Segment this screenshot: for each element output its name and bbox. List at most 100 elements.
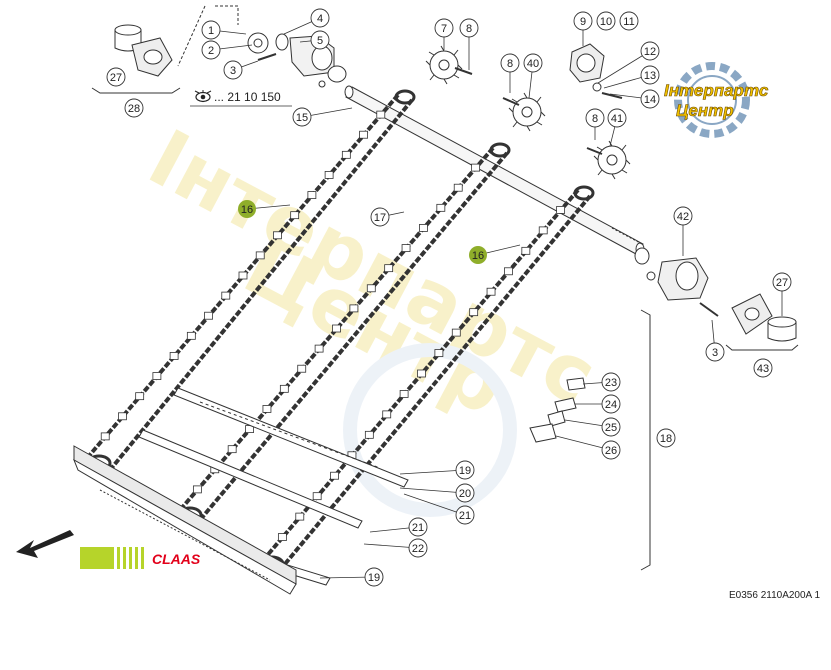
chain-link <box>504 267 513 276</box>
callout-10: 10 <box>596 11 616 31</box>
callout-8: 8 <box>585 108 605 128</box>
chain-link <box>255 251 265 260</box>
leader-line <box>399 487 466 494</box>
callout-label: 15 <box>296 112 308 124</box>
chain-link <box>277 533 287 541</box>
callout-8: 8 <box>500 53 520 73</box>
callout-label: 3 <box>230 65 236 77</box>
callout-5: 5 <box>310 30 330 50</box>
callout-circle <box>310 30 330 50</box>
callout-label: 20 <box>459 488 471 500</box>
callout-21: 21 <box>455 505 475 525</box>
callout-label: 40 <box>527 58 539 70</box>
chain-link <box>273 231 282 240</box>
bearing-group-right <box>634 247 799 351</box>
callout-circle <box>601 440 621 460</box>
eye-icon <box>194 90 212 103</box>
callout-7: 7 <box>434 18 454 38</box>
claas-brand: CLAAS <box>80 547 201 569</box>
callout-circle <box>201 20 221 40</box>
callout-circle <box>364 567 384 587</box>
callout-2: 2 <box>201 40 221 60</box>
chain-link <box>169 352 179 360</box>
callout-label: 4 <box>317 13 323 25</box>
callout-circle <box>772 272 792 292</box>
bearing-group-top-right <box>569 43 623 99</box>
callout-circle <box>601 372 621 392</box>
chain-link <box>135 392 145 401</box>
callout-12: 12 <box>640 41 660 61</box>
brand-name: CLAAS <box>152 551 201 567</box>
callout-circle <box>106 67 126 87</box>
reference-note: ... 21 10 150 <box>190 90 292 107</box>
leader-line <box>399 469 466 475</box>
callout-circle <box>607 108 627 128</box>
callout-circle <box>573 11 593 31</box>
chain-link <box>324 171 334 179</box>
leader-line <box>597 50 651 84</box>
chain-link <box>419 224 428 232</box>
chain-link <box>152 372 162 380</box>
callout-4: 4 <box>310 8 330 28</box>
callout-9: 9 <box>573 11 593 31</box>
callout-label: 23 <box>605 377 617 389</box>
callout-label: 8 <box>592 113 598 125</box>
callout-19: 19 <box>364 567 384 587</box>
callout-label: 11 <box>623 16 634 28</box>
callout-43: 43 <box>753 358 773 378</box>
callout-label: 8 <box>466 23 472 35</box>
chain-link <box>359 130 368 139</box>
chain-link <box>204 311 213 320</box>
callout-circle <box>656 428 676 448</box>
chain-link <box>538 226 548 235</box>
document-id: E0356 2110A200A 1 <box>729 590 820 601</box>
callout-16: 16 <box>238 200 256 218</box>
chain-link <box>297 364 307 373</box>
chain-link <box>307 191 317 199</box>
chain-strand <box>278 194 592 572</box>
callout-23: 23 <box>601 372 621 392</box>
chain-link <box>399 390 409 398</box>
callout-label: 12 <box>644 46 656 58</box>
chain-link <box>364 430 374 439</box>
callout-circle <box>601 394 621 414</box>
callout-18: 18 <box>656 428 676 448</box>
chain-link <box>295 512 305 521</box>
callout-circle <box>370 207 390 227</box>
callout-label: 21 <box>459 510 471 522</box>
callout-label: 21 <box>412 522 424 534</box>
callout-label: 18 <box>660 433 672 445</box>
callout-label: 5 <box>317 35 323 47</box>
logo-line2: Центр <box>676 101 734 120</box>
callout-13: 13 <box>640 65 660 85</box>
brand-stripes <box>80 547 144 569</box>
callout-circle <box>408 538 428 558</box>
chain-link <box>384 264 394 273</box>
callout-circle <box>434 18 454 38</box>
callout-label: 10 <box>600 16 612 28</box>
callout-label: 1 <box>208 25 214 37</box>
chain-link <box>118 412 127 421</box>
gear-icon <box>674 62 750 138</box>
chain-link <box>349 304 359 313</box>
callout-circle <box>310 8 330 28</box>
callout-circle <box>640 41 660 61</box>
callout-label: 26 <box>605 445 617 457</box>
callout-circle <box>523 53 543 73</box>
chain-link <box>366 284 376 293</box>
chain-link <box>186 331 196 340</box>
chain-link <box>521 246 531 255</box>
callout-3: 3 <box>223 60 243 80</box>
front-beam <box>73 445 297 595</box>
callout-circle <box>500 53 520 73</box>
callout-1: 1 <box>201 20 221 40</box>
callout-circle <box>238 200 256 218</box>
chain-link <box>451 328 461 337</box>
callout-label: 19 <box>368 572 380 584</box>
chain-link <box>192 485 202 494</box>
callout-label: 17 <box>374 212 386 224</box>
chain-link <box>279 384 289 393</box>
callout-28: 28 <box>124 98 144 118</box>
interparts-logo: Інтерпартс Центр <box>664 62 769 138</box>
callout-circle <box>408 517 428 537</box>
